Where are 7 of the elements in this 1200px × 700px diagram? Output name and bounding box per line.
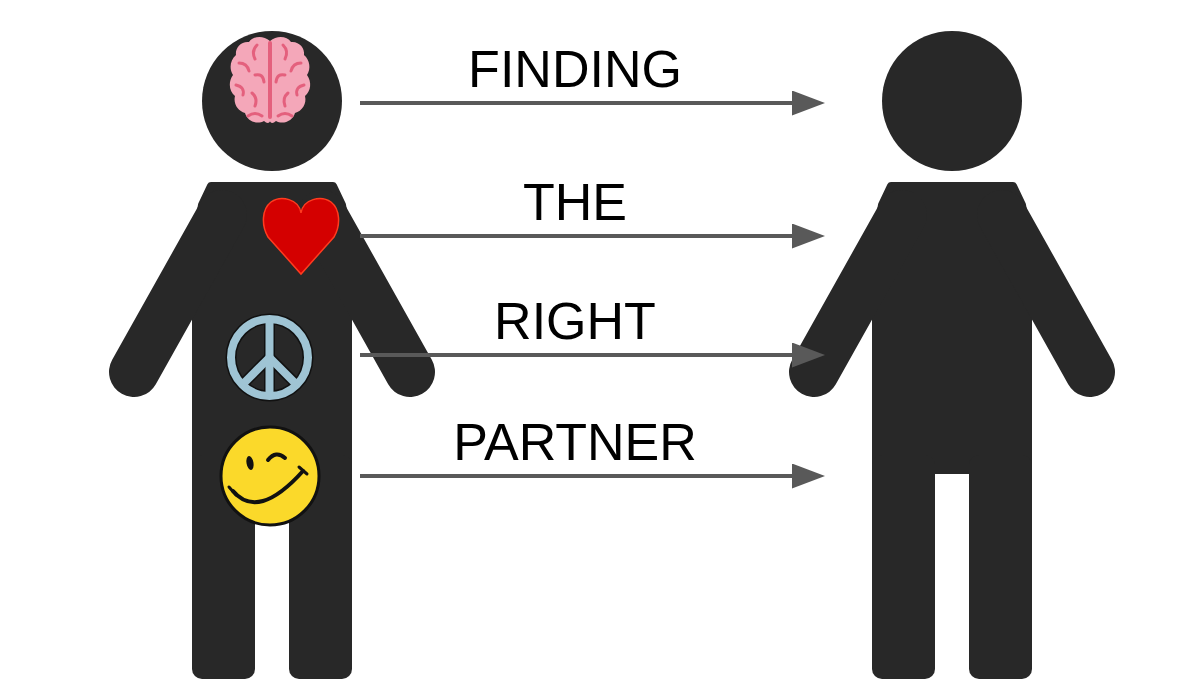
arrow	[360, 342, 825, 368]
arrow	[360, 223, 825, 249]
arrow	[360, 90, 825, 116]
peace-sign-icon	[225, 313, 314, 402]
heart-icon	[261, 195, 341, 276]
winking-smiley-icon	[219, 425, 321, 527]
arrow	[360, 463, 825, 489]
